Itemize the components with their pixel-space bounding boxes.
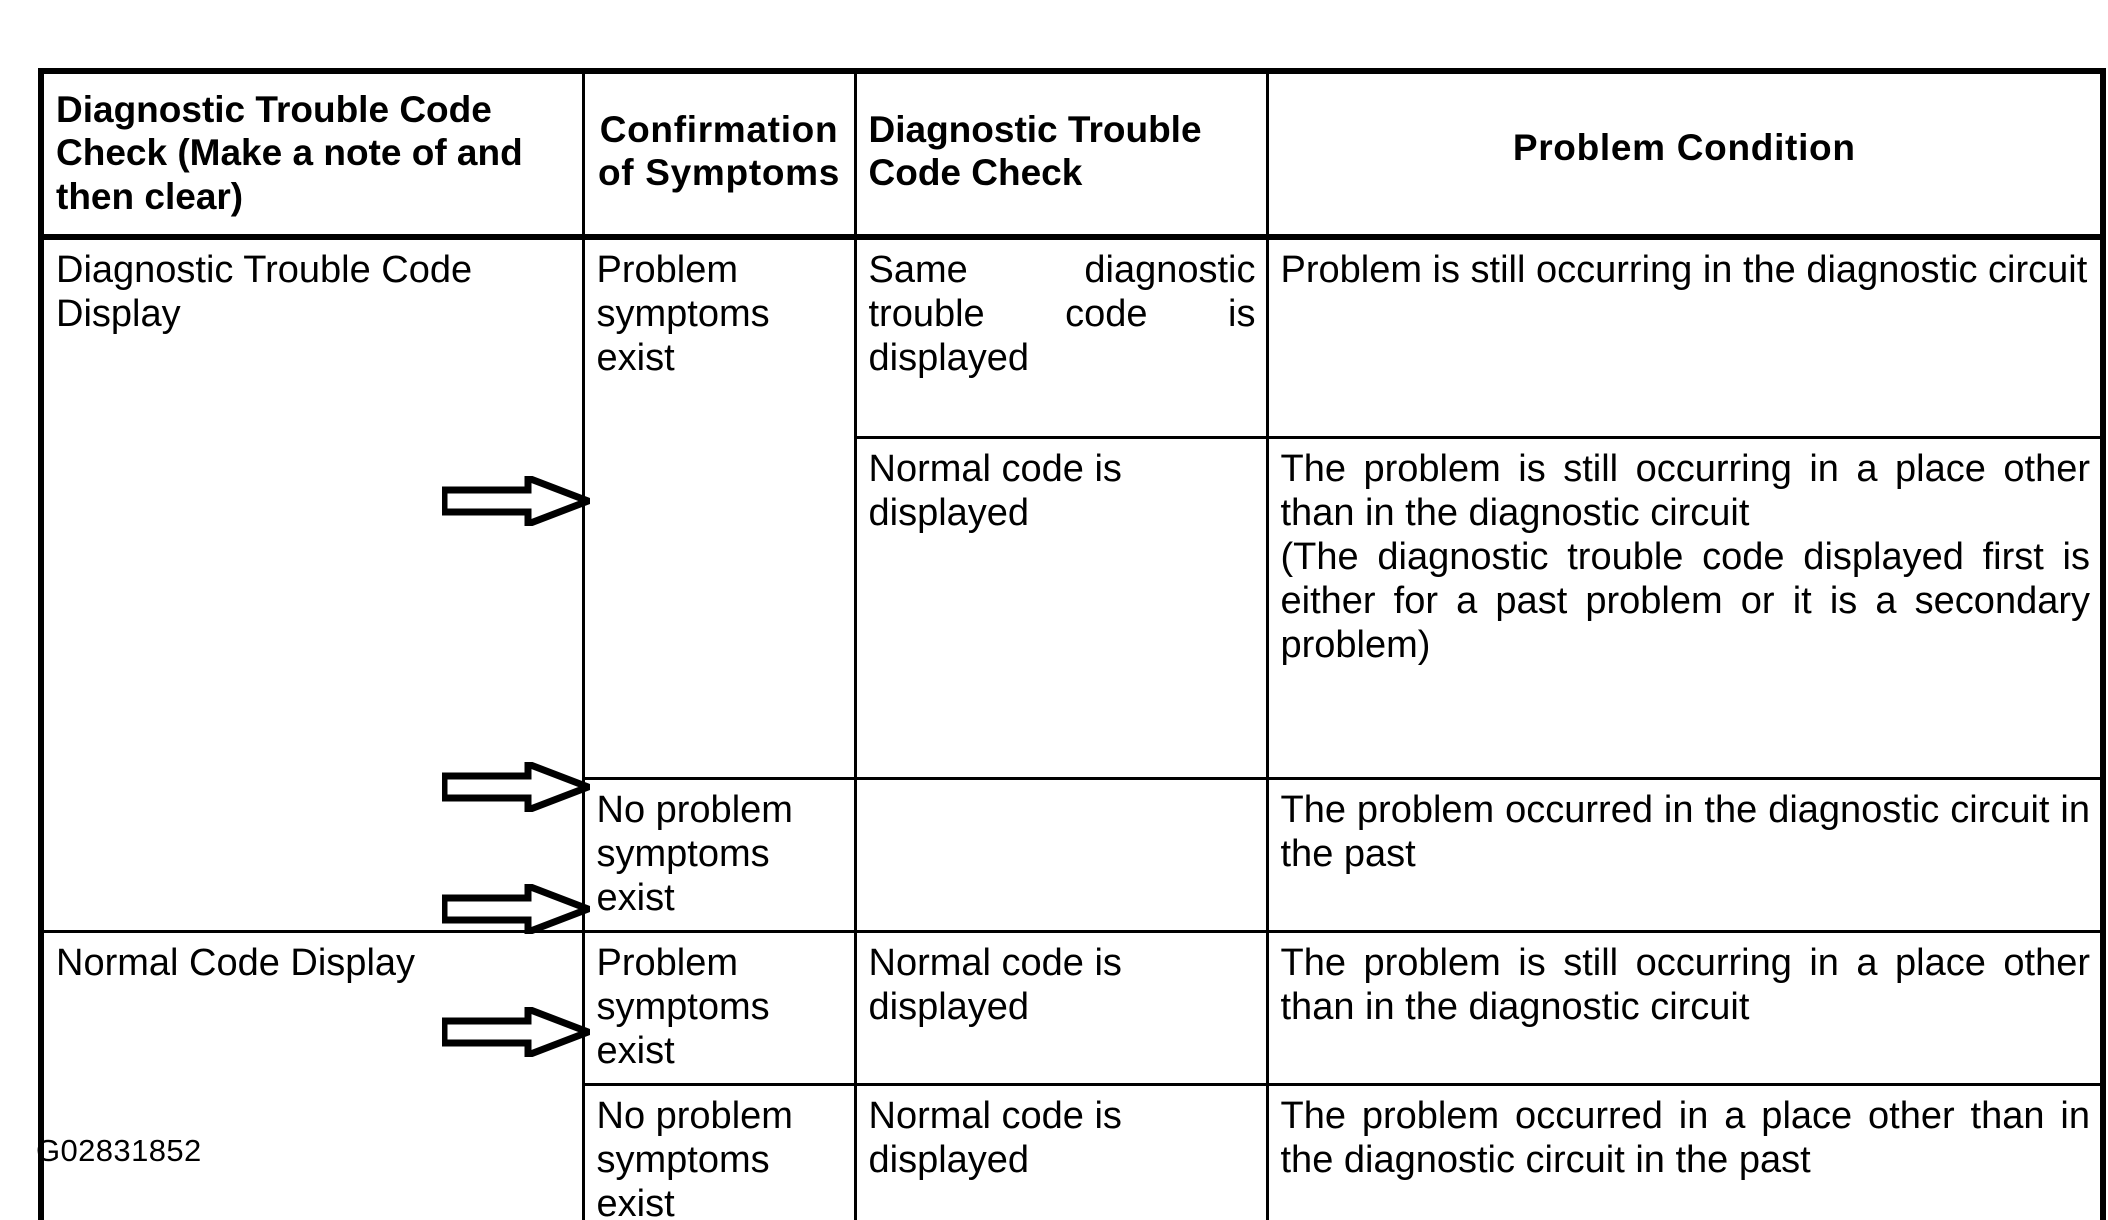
code-check-text: Same diagnostic trouble code is displaye…: [868, 248, 1256, 379]
problem-condition-text: The problem is still occurring in a plac…: [1280, 447, 2091, 667]
code-check-text: [857, 780, 1266, 798]
problem-condition-text: The problem is still occurring in a plac…: [1280, 942, 2091, 1029]
figure-caption: G02831852: [36, 1133, 202, 1168]
table-header-row: Diagnostic Trouble Code Check (Make a no…: [39, 69, 2105, 240]
confirmation-text: No problem symptoms exist: [596, 1095, 793, 1220]
cell-confirmation-no-problem-symptoms-exist-2: No problem symptoms exist: [581, 1083, 857, 1220]
cell-problem-condition-other-place-2: The problem is still occurring in a plac…: [1265, 930, 2105, 1087]
table-row: Normal Code Display Problem symptoms exi…: [39, 930, 2105, 1220]
group-label-diagnostic-trouble-code-display: Diagnostic Trouble Code Display: [56, 248, 473, 335]
header-cell-confirmation: Confirmation of Symptoms: [581, 69, 857, 240]
header-cell-problem-condition: Problem Condition: [1265, 69, 2105, 240]
cell-code-check-normal-code-2: Normal code is displayed: [853, 930, 1269, 1087]
confirmation-text: No problem symptoms exist: [596, 788, 793, 919]
problem-condition-text: The problem occurred in the diagnostic c…: [1280, 788, 2091, 875]
cell-code-check-normal-code: Normal code is displayed: [853, 435, 1269, 780]
header-label-confirmation: Confirmation of Symptoms: [597, 109, 841, 194]
table-row: Diagnostic Trouble Code Display Problem …: [39, 235, 2105, 934]
confirmation-text: Problem symptoms exist: [596, 248, 770, 379]
cell-problem-condition-past-diagnostic: The problem occurred in the diagnostic c…: [1265, 776, 2105, 934]
code-check-text: Normal code is displayed: [868, 942, 1122, 1029]
table-row: No problem symptoms exist The problem oc…: [41, 776, 2105, 934]
cell-confirmation-problem-symptoms-exist-2: Problem symptoms exist: [581, 930, 857, 1087]
cell-confirmation-no-problem-symptoms-exist: No problem symptoms exist: [581, 776, 857, 934]
diagnostic-flow-table-wrapper: Diagnostic Trouble Code Check (Make a no…: [38, 68, 2106, 1220]
cell-code-check-same-code: Same diagnostic trouble code is displaye…: [853, 235, 1269, 439]
code-check-text: Normal code is displayed: [868, 1095, 1122, 1182]
confirmation-text: Problem symptoms exist: [596, 942, 770, 1073]
header-cell-dtc-check: Diagnostic Trouble Code Check: [853, 69, 1269, 240]
problem-condition-text: Problem is still occurring in the diagno…: [1280, 248, 2088, 291]
group-label-normal-code-display: Normal Code Display: [56, 942, 416, 985]
cell-problem-condition-past-other-place: The problem occurred in a place other th…: [1265, 1083, 2105, 1220]
diagnostic-flow-table: Diagnostic Trouble Code Check (Make a no…: [38, 68, 2106, 1220]
problem-condition-text: The problem occurred in a place other th…: [1280, 1095, 2091, 1182]
cell-code-check-empty: [853, 776, 1269, 934]
table-row: Normal code is displayed The problem is …: [41, 435, 2105, 780]
header-label-dtc-check: Diagnostic Trouble Code Check: [868, 109, 1202, 194]
header-label-dtc-check-clear: Diagnostic Trouble Code Check (Make a no…: [56, 89, 523, 217]
group-cell-diagnostic-trouble-code-display: Diagnostic Trouble Code Display: [39, 235, 585, 934]
header-cell-dtc-check-clear: Diagnostic Trouble Code Check (Make a no…: [39, 69, 585, 240]
header-label-problem-condition: Problem Condition: [1512, 127, 1856, 168]
cell-problem-condition-other-place: The problem is still occurring in a plac…: [1265, 435, 2105, 780]
cell-code-check-normal-code-3: Normal code is displayed: [853, 1083, 1269, 1220]
group-cell-normal-code-display: Normal Code Display: [39, 930, 585, 1220]
cell-confirmation-problem-symptoms-exist: Problem symptoms exist: [581, 235, 857, 780]
code-check-text: Normal code is displayed: [868, 447, 1122, 534]
cell-problem-condition-still-occurring: Problem is still occurring in the diagno…: [1265, 235, 2105, 439]
table-row: No problem symptoms exist Normal code is…: [41, 1083, 2105, 1220]
